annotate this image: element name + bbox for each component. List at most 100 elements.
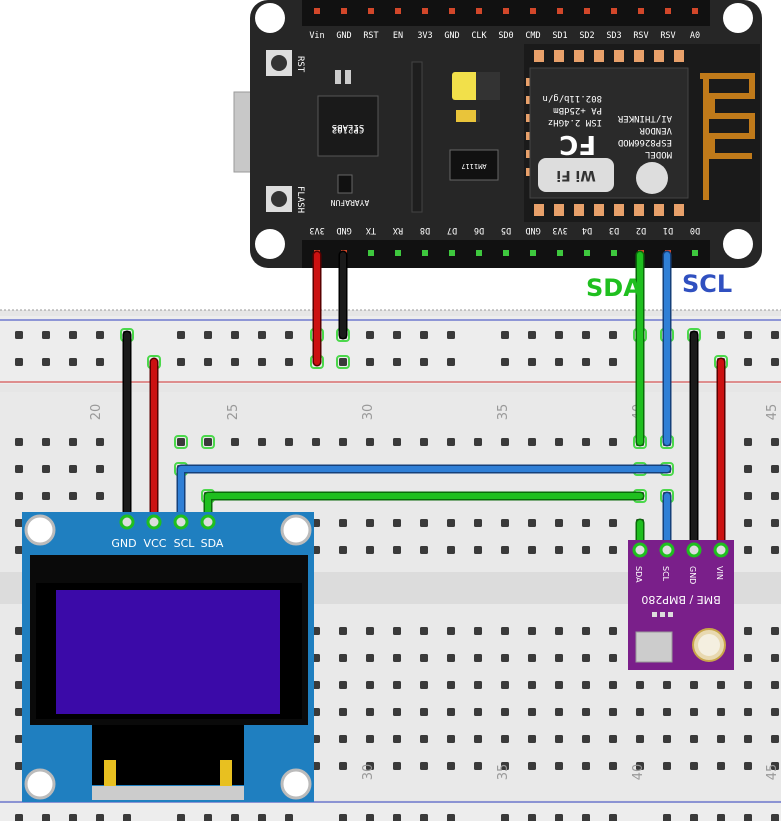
breadboard-hole bbox=[69, 438, 77, 446]
esp-bottom-pin bbox=[692, 250, 698, 256]
breadboard-hole bbox=[771, 519, 779, 527]
oled-pin-sda: SDA bbox=[201, 537, 224, 550]
breadboard-hole bbox=[15, 627, 23, 635]
breadboard-hole bbox=[15, 358, 23, 366]
breadboard-hole bbox=[528, 331, 536, 339]
column-number: 25 bbox=[226, 404, 241, 421]
esp-bottom-pin-label: D0 bbox=[690, 225, 700, 235]
breadboard-hole bbox=[582, 654, 590, 662]
breadboard-hole bbox=[690, 681, 698, 689]
breadboard-hole bbox=[339, 627, 347, 635]
breadboard-hole bbox=[42, 331, 50, 339]
esp-bottom-pin bbox=[584, 250, 590, 256]
esp-top-pin bbox=[422, 8, 428, 14]
module-pad bbox=[574, 50, 584, 62]
esp-top-pin-label: 3V3 bbox=[417, 31, 432, 41]
breadboard-hole bbox=[447, 681, 455, 689]
breadboard-hole bbox=[609, 546, 617, 554]
breadboard-hole bbox=[609, 519, 617, 527]
breadboard-hole bbox=[258, 358, 266, 366]
flash-label: FLASH bbox=[295, 186, 305, 213]
chip-line-1: SILABS bbox=[332, 122, 365, 132]
breadboard-hole bbox=[420, 519, 428, 527]
breadboard-hole bbox=[69, 814, 77, 821]
breadboard-hole bbox=[582, 438, 590, 446]
vendor-label: VENDOR bbox=[639, 125, 672, 135]
module-pad bbox=[534, 204, 544, 216]
breadboard-hole bbox=[366, 331, 374, 339]
breadboard-hole bbox=[366, 546, 374, 554]
esp-bottom-pin bbox=[557, 250, 563, 256]
breadboard-hole bbox=[744, 681, 752, 689]
breadboard-hole bbox=[582, 814, 590, 821]
breadboard-hole bbox=[366, 814, 374, 821]
rst-label: RST bbox=[295, 56, 305, 73]
esp-top-pin-label: GND bbox=[444, 31, 459, 41]
breadboard-hole bbox=[69, 331, 77, 339]
esp-bottom-pin-label: D7 bbox=[447, 225, 457, 235]
breadboard-hole bbox=[96, 331, 104, 339]
breadboard-hole bbox=[501, 519, 509, 527]
breadboard-hole bbox=[339, 735, 347, 743]
breadboard-hole bbox=[771, 627, 779, 635]
wifi-logo bbox=[538, 158, 614, 192]
breadboard-hole bbox=[474, 654, 482, 662]
breadboard-hole bbox=[15, 438, 23, 446]
breadboard-hole bbox=[528, 519, 536, 527]
breadboard-hole bbox=[609, 814, 617, 821]
breadboard-hole bbox=[690, 762, 698, 770]
breadboard-hole bbox=[744, 814, 752, 821]
breadboard-hole bbox=[285, 814, 293, 821]
cp2102-chip bbox=[317, 95, 379, 157]
breadboard-hole bbox=[771, 654, 779, 662]
breadboard-hole bbox=[528, 708, 536, 716]
connected-hole-highlight bbox=[201, 435, 215, 449]
breadboard-hole bbox=[339, 681, 347, 689]
breadboard-hole bbox=[771, 762, 779, 770]
esp-top-pin bbox=[638, 8, 644, 14]
breadboard-hole bbox=[366, 438, 374, 446]
breadboard-hole bbox=[96, 465, 104, 473]
vendor-value: AI/THINKER bbox=[617, 113, 672, 123]
scl-wire-label: SCL bbox=[682, 270, 732, 298]
breadboard-hole bbox=[15, 708, 23, 716]
breadboard-hole bbox=[96, 814, 104, 821]
breadboard-hole bbox=[744, 519, 752, 527]
breadboard-hole bbox=[555, 762, 563, 770]
breadboard-hole bbox=[582, 519, 590, 527]
breadboard-hole bbox=[582, 681, 590, 689]
pa-label: PA +25dBm bbox=[553, 105, 602, 115]
breadboard-hole bbox=[447, 708, 455, 716]
bme-pin-vin: VIN bbox=[715, 566, 724, 580]
esp-top-pin-label: Vin bbox=[309, 31, 324, 41]
breadboard-hole bbox=[744, 654, 752, 662]
breadboard-hole bbox=[366, 358, 374, 366]
breadboard-hole bbox=[771, 465, 779, 473]
breadboard-hole bbox=[555, 654, 563, 662]
breadboard-hole bbox=[339, 358, 347, 366]
breadboard-hole bbox=[177, 331, 185, 339]
mount-hole bbox=[255, 229, 285, 259]
breadboard-hole bbox=[771, 358, 779, 366]
breadboard-hole bbox=[744, 735, 752, 743]
breadboard-hole bbox=[582, 358, 590, 366]
breadboard-hole bbox=[528, 438, 536, 446]
breadboard-hole bbox=[69, 492, 77, 500]
breadboard-hole bbox=[447, 814, 455, 821]
esp-top-pin-label: RSV bbox=[660, 31, 675, 41]
breadboard-hole bbox=[663, 681, 671, 689]
bme280-sensor: SDA SCL GND VIN BME / BMP280 bbox=[628, 540, 734, 670]
breadboard-hole bbox=[420, 814, 428, 821]
breadboard-hole bbox=[420, 331, 428, 339]
breadboard-hole bbox=[258, 814, 266, 821]
breadboard-hole bbox=[555, 708, 563, 716]
breadboard-hole bbox=[420, 358, 428, 366]
breadboard-hole bbox=[528, 654, 536, 662]
esp-bottom-pin-label: GND bbox=[525, 225, 540, 235]
breadboard-hole bbox=[771, 708, 779, 716]
breadboard-hole bbox=[609, 627, 617, 635]
esp-top-pin-label: RST bbox=[363, 31, 378, 41]
oled-screen bbox=[56, 590, 280, 714]
breadboard-hole bbox=[609, 681, 617, 689]
oled-display-module: GND VCC SCL SDA bbox=[22, 512, 314, 802]
